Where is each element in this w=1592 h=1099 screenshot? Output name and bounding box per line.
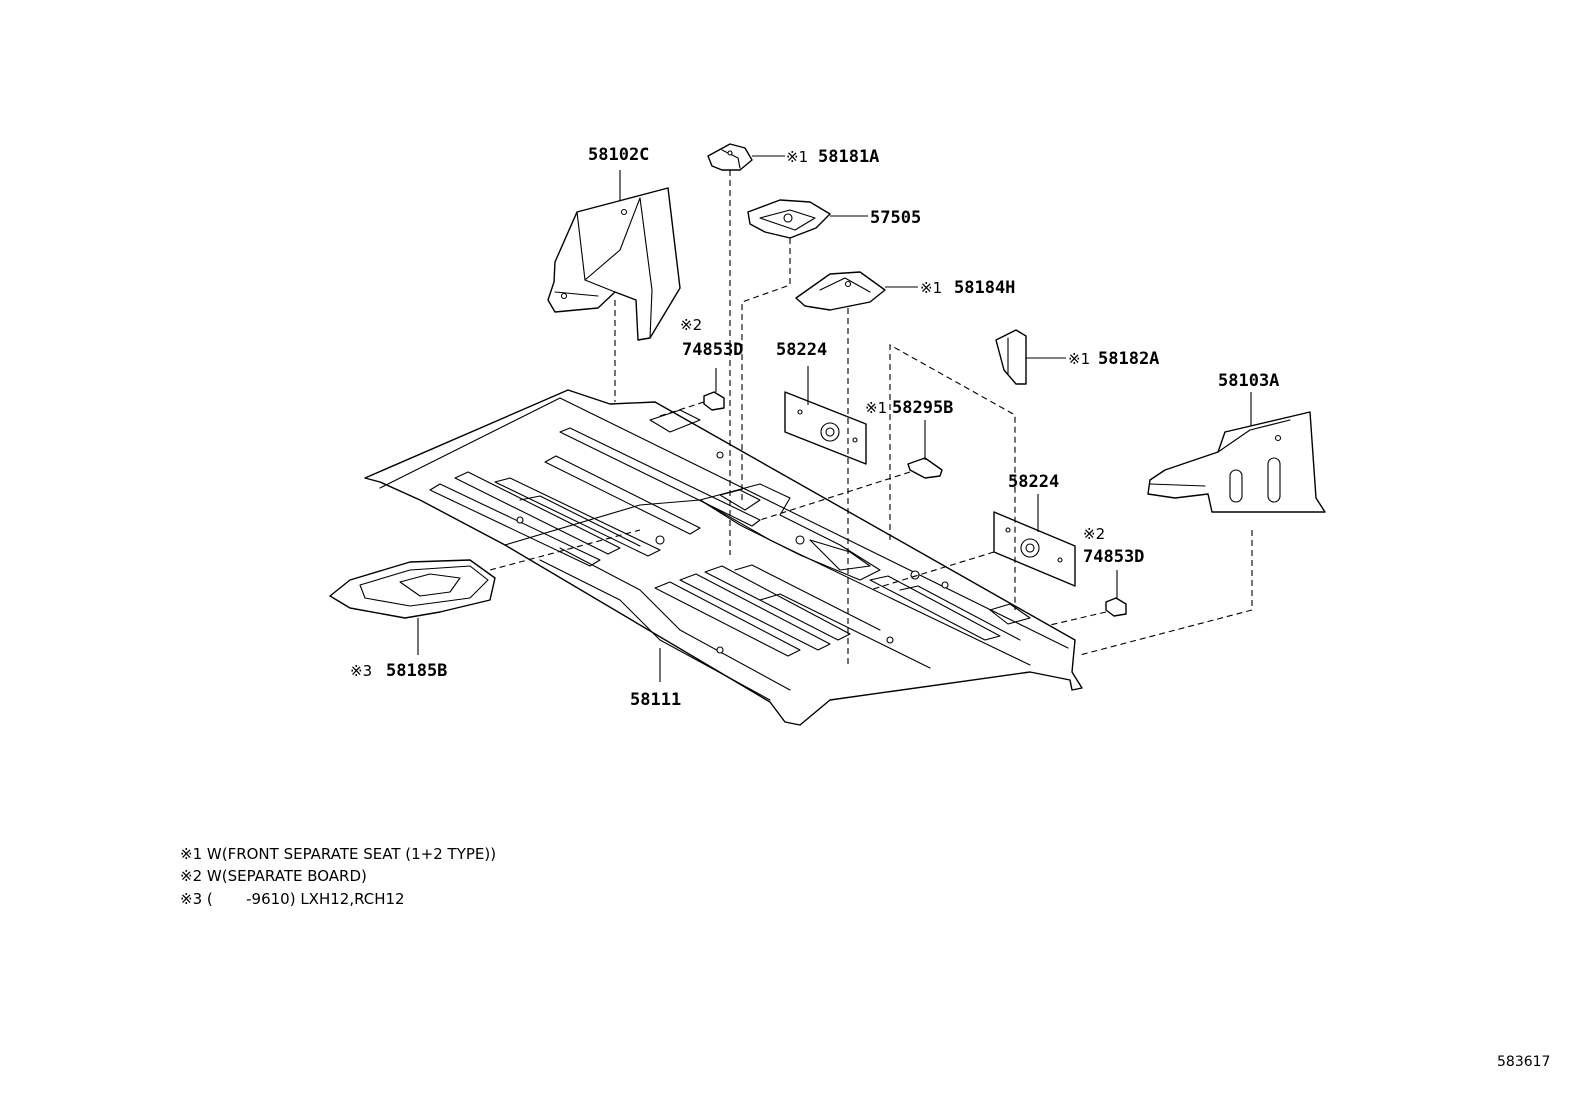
mark-58184H: ※1 (920, 279, 942, 297)
label-58185B: 58185B (386, 661, 447, 681)
mark-74853D-b: ※2 (1083, 525, 1105, 543)
bracket-57505 (747, 199, 831, 239)
bracket-58184H (795, 271, 886, 311)
bracket-58103A (1147, 411, 1326, 513)
footnote-3: ※3 ( -9610) LXH12,RCH12 (180, 890, 405, 908)
mark-58182A: ※1 (1068, 350, 1090, 368)
label-58181A: 58181A (818, 147, 879, 167)
label-58102C: 58102C (588, 145, 649, 165)
label-58224-a: 58224 (776, 340, 827, 360)
label-74853D-a: 74853D (682, 340, 743, 360)
clip-58295B (907, 457, 943, 479)
label-58182A: 58182A (1098, 349, 1159, 369)
mark-58295B: ※1 (865, 399, 887, 417)
plate-58224-b (993, 511, 1076, 587)
mark-58185B: ※3 (350, 662, 372, 680)
clip-74853D-b (1105, 597, 1127, 617)
label-74853D-b: 74853D (1083, 547, 1144, 567)
mark-74853D-a: ※2 (680, 316, 702, 334)
label-58295B: 58295B (892, 398, 953, 418)
bracket-58102C (547, 187, 681, 341)
part-labels: 58102C ※1 58181A 57505 ※1 58184H ※2 7485… (350, 145, 1279, 710)
footnote-1: ※1 W(FRONT SEPARATE SEAT (1+2 TYPE)) (180, 845, 496, 863)
assembly-lines (489, 170, 1253, 665)
diagram-code: 583617 (1497, 1054, 1550, 1070)
bracket-58182A (995, 329, 1027, 385)
plate-58185B (329, 559, 496, 619)
floor-pan-58111 (364, 389, 1083, 726)
footnote-2: ※2 W(SEPARATE BOARD) (180, 867, 367, 885)
label-58111: 58111 (630, 690, 681, 710)
plate-58224-a (784, 391, 867, 465)
label-57505: 57505 (870, 208, 921, 228)
bracket-58181A (707, 143, 753, 171)
footnotes: ※1 W(FRONT SEPARATE SEAT (1+2 TYPE)) ※2 … (180, 845, 496, 908)
label-58103A: 58103A (1218, 371, 1279, 391)
label-58224-b: 58224 (1008, 472, 1059, 492)
mark-58181A: ※1 (786, 148, 808, 166)
label-58184H: 58184H (954, 278, 1015, 298)
clip-74853D-a (703, 391, 725, 411)
leader-lines (417, 155, 1252, 682)
